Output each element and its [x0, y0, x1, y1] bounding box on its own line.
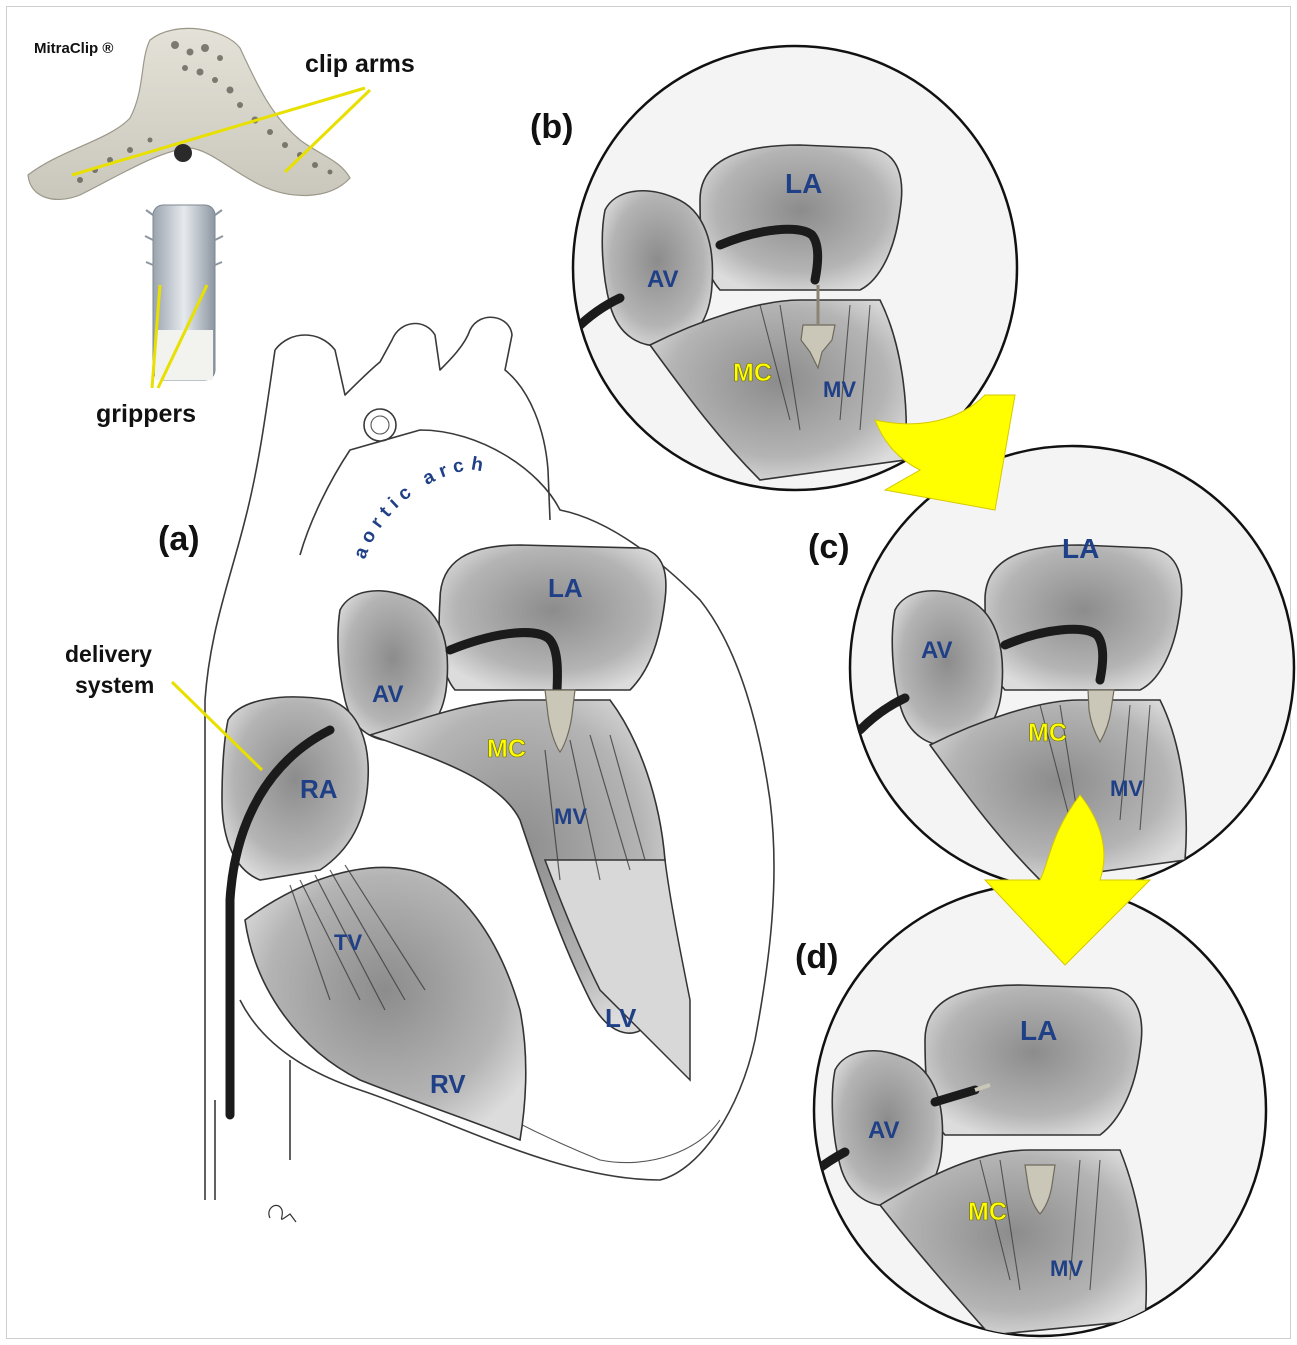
panel-a-heart: aortic arch LA AV MC RA MV TV RV LV (a) … [65, 317, 774, 1222]
grippers-label: grippers [96, 400, 196, 428]
panel-c-circle: LA AV MC MV (c) [808, 446, 1294, 890]
panel-c-la-label: LA [1062, 533, 1099, 564]
device-name-label: MitraClip ® [34, 40, 113, 57]
panel-c-mc-label: MC [1028, 719, 1067, 747]
delivery-system-label-line2: system [75, 672, 154, 698]
panel-b-av-label: AV [647, 266, 679, 293]
panel-a-av-label: AV [372, 681, 404, 708]
panel-a-letter: (a) [158, 520, 200, 558]
artist-signature-mark [269, 1205, 296, 1222]
panel-d-la-label: LA [1020, 1015, 1057, 1046]
mitraclip-device-photo [28, 28, 350, 380]
panel-d-mv-label: MV [1050, 1256, 1083, 1281]
panel-b-mc-label: MC [733, 359, 772, 387]
panel-d-letter: (d) [795, 938, 838, 976]
panel-a-la-label: LA [548, 573, 583, 603]
panel-b-letter: (b) [530, 108, 573, 146]
aortic-arch-textpath: aortic arch [350, 453, 491, 561]
panel-d-mc-label: MC [968, 1198, 1007, 1226]
aortic-arch-label: aortic arch [350, 453, 491, 561]
panel-a-rv-label: RV [430, 1069, 466, 1099]
delivery-system-label-line1: delivery [65, 641, 152, 667]
panel-a-mc-label: MC [487, 735, 526, 763]
panel-a-ra-label: RA [300, 774, 338, 804]
panel-c-letter: (c) [808, 528, 850, 566]
panel-c-av-label: AV [921, 637, 953, 664]
clip-arms-label: clip arms [305, 50, 415, 78]
panel-b-la-label: LA [785, 168, 822, 199]
panel-a-tv-label: TV [334, 930, 362, 955]
panel-d-circle: LA AV MC MV (d) [795, 884, 1266, 1336]
panel-a-mv-label: MV [554, 804, 587, 829]
panel-c-mv-label: MV [1110, 776, 1143, 801]
panel-d-av-label: AV [868, 1117, 900, 1144]
panel-a-lv-label: LV [605, 1003, 637, 1033]
panel-b-mv-label: MV [823, 377, 856, 402]
